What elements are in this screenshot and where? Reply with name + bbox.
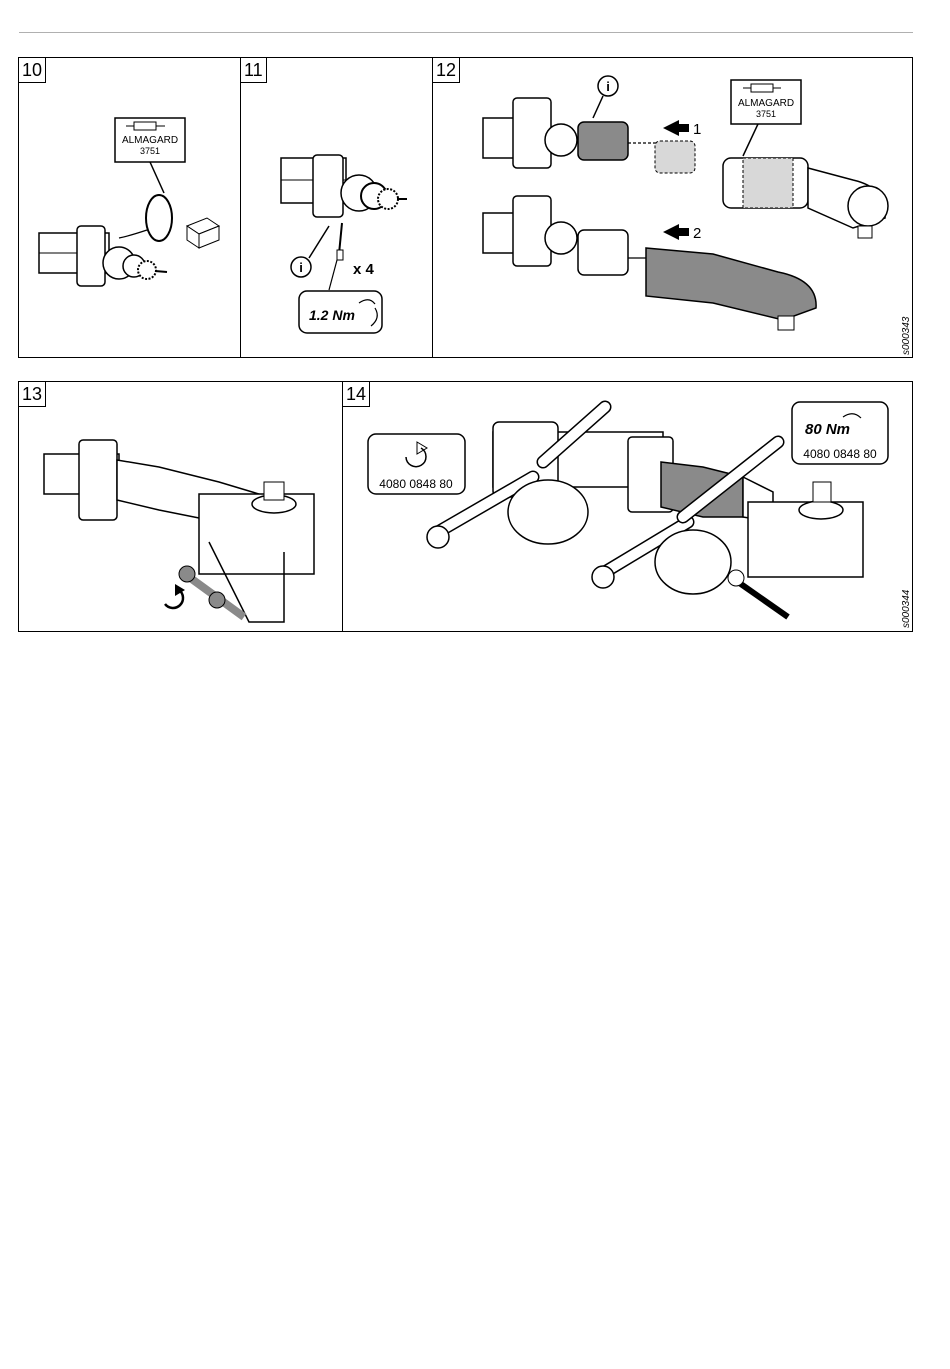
grease-label-line1: ALMAGARD [122,135,178,146]
step-number: 10 [19,58,46,83]
step-number: 11 [241,58,267,83]
step-12-panel: 12 i 1 ALMAGARD 3751 [432,57,913,358]
step-12-illustration: i 1 ALMAGARD 3751 2 [433,58,913,358]
grey-angle-head [646,248,816,320]
step-number: 14 [343,382,370,407]
step-14-illustration: 4080 0848 80 80 Nm 4080 0848 80 [343,382,913,632]
step-10-illustration: ALMAGARD 3751 [19,58,241,358]
parts-box-icon [187,218,219,248]
header-rule [19,32,913,33]
svg-text:i: i [606,79,610,94]
step-14-panel: 14 4080 0848 80 80 Nm 408 [342,381,913,632]
arrow-left-icon [663,224,689,240]
ghost-part [655,141,695,173]
grease-label-line1: ALMAGARD [738,98,794,109]
figure-code: s000343 [901,317,912,355]
arrow-label-2: 2 [693,225,701,242]
step-13-illustration [19,382,343,632]
arrow-label-1: 1 [693,121,701,138]
torque-value: 1.2 Nm [309,307,355,323]
figure-code: s000344 [901,590,912,628]
grease-label-line2: 3751 [140,146,160,156]
step-number: 13 [19,382,46,407]
svg-text:i: i [299,260,303,275]
grease-label-line2: 3751 [756,109,776,119]
arrow-left-icon [663,120,689,136]
step-11-panel: 11 i x 4 1.2 Nm [240,57,433,358]
o-ring [146,195,172,241]
grey-sleeve [578,122,628,160]
tool-number-right: 4080 0848 80 [803,447,877,461]
step-13-panel: 13 [18,381,343,632]
info-icon: i [598,76,618,96]
info-icon: i [291,257,311,277]
step-number: 12 [433,58,460,83]
screw-quantity: x 4 [353,261,375,278]
step-10-panel: 10 ALMAGARD 3751 [18,57,241,358]
step-11-illustration: i x 4 1.2 Nm [241,58,433,358]
torque-value: 80 Nm [805,421,850,438]
tool-number-left: 4080 0848 80 [379,477,453,491]
